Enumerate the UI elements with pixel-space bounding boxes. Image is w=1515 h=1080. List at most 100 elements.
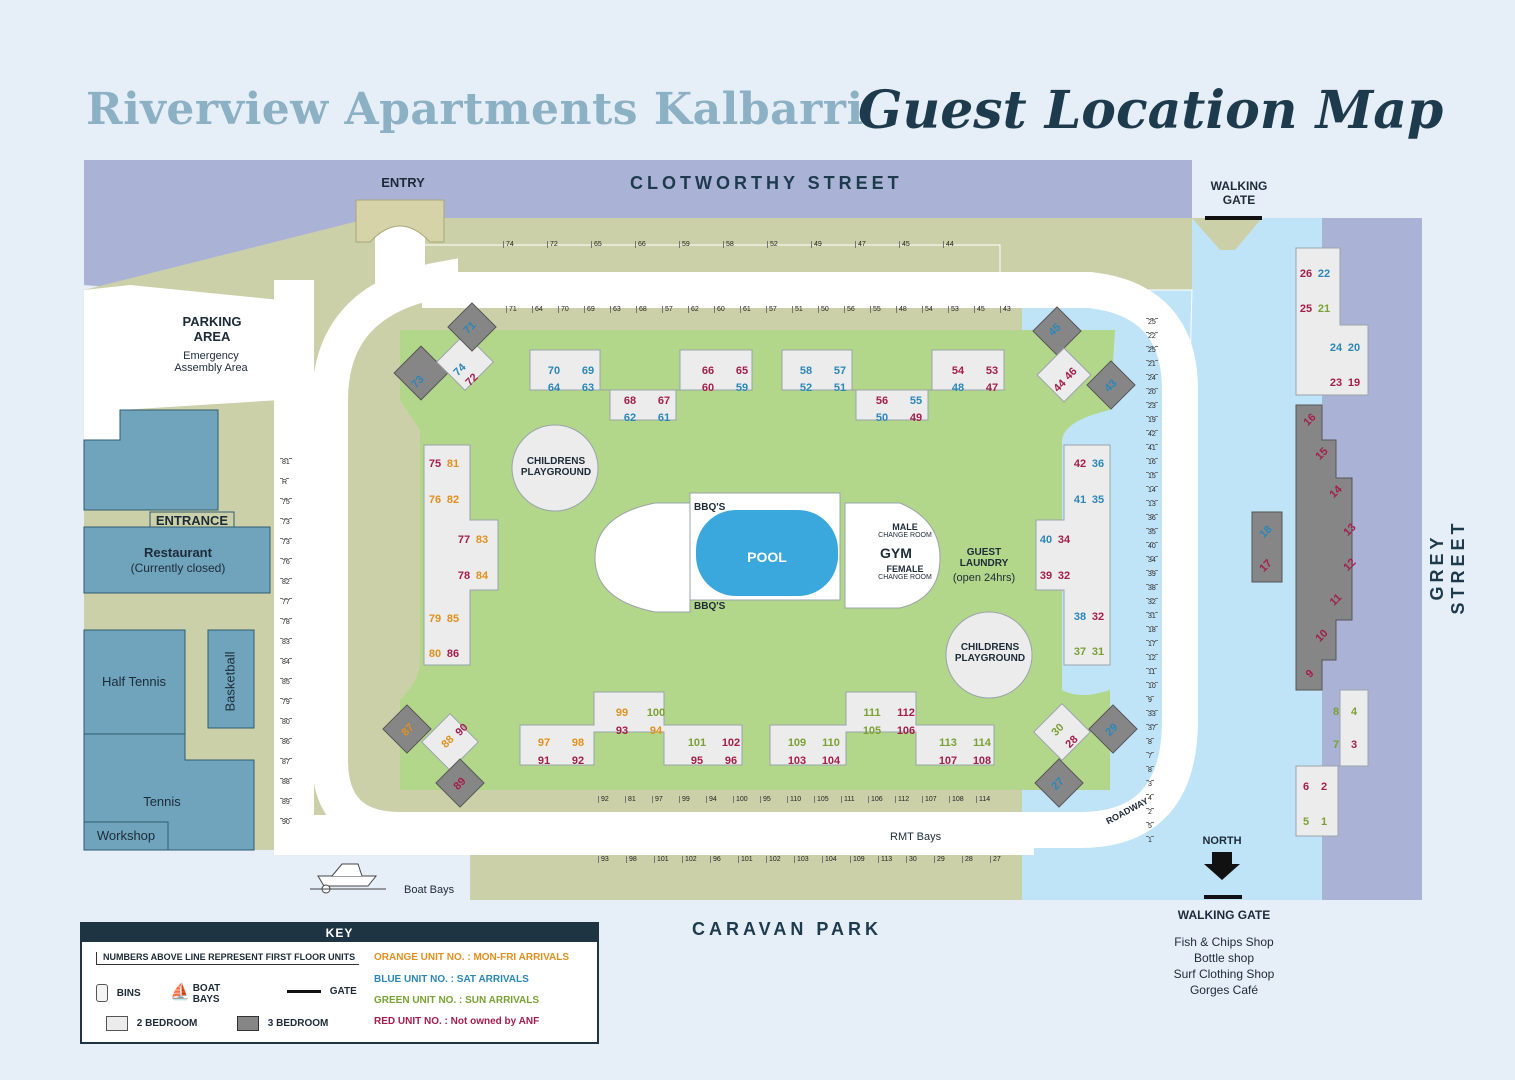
parking-bay: 86	[280, 738, 292, 746]
walking-gate-top-label: WALKING GATE	[1210, 179, 1268, 207]
restaurant-status: (Currently closed)	[130, 561, 226, 575]
key-2bed-row: 2 BEDROOM	[106, 1016, 197, 1031]
parking-bay: 94	[706, 796, 719, 803]
assembly-area-label: Emergency Assembly Area	[174, 350, 248, 374]
unit-55: 55	[909, 395, 923, 407]
unit-19: 19	[1347, 377, 1361, 389]
unit-85: 85	[446, 613, 460, 625]
unit-36: 36	[1091, 458, 1105, 470]
map-key: KEY NUMBERS ABOVE LINE REPRESENT FIRST F…	[80, 922, 599, 1044]
parking-bay: 88	[280, 778, 292, 786]
shops-list: Fish & Chips Shop Bottle shop Surf Cloth…	[1154, 934, 1294, 998]
bbq-label-top: BBQ'S	[694, 502, 726, 513]
parking-bay: 44	[943, 241, 956, 248]
unit-102: 102	[721, 737, 741, 749]
parking-bay: 57	[766, 306, 779, 313]
parking-bay: 32	[1146, 598, 1158, 606]
parking-bay: 51	[792, 306, 805, 313]
parking-bay: 31	[1146, 612, 1158, 620]
unit-54: 54	[951, 365, 965, 377]
parking-bay: 52	[767, 241, 780, 248]
basketball-court	[207, 629, 255, 729]
parking-bay: 25	[1146, 318, 1158, 326]
unit-108: 108	[972, 755, 992, 767]
unit-95: 95	[690, 755, 704, 767]
key-red: RED UNIT NO. : Not owned by ANF	[374, 1016, 540, 1027]
parking-bay: 60	[714, 306, 727, 313]
unit-31: 31	[1091, 646, 1105, 658]
unit-52: 52	[799, 382, 813, 394]
playground-circle-1	[511, 424, 599, 512]
parking-bay: 5	[1146, 822, 1154, 830]
unit-100: 100	[646, 707, 666, 719]
key-title: KEY	[82, 924, 597, 942]
unit-22: 22	[1317, 268, 1331, 280]
diamond-block-27-30	[1033, 703, 1138, 808]
clotworthy-street-band	[84, 160, 1192, 218]
north-label: NORTH	[1202, 835, 1242, 847]
unit-21: 21	[1317, 303, 1331, 315]
laundry-hours: (open 24hrs)	[952, 572, 1016, 584]
key-3bed-row: 3 BEDROOM	[237, 1016, 328, 1031]
parking-bay: 78	[280, 618, 292, 626]
unit-83: 83	[475, 534, 489, 546]
parking-bay: 33	[1146, 710, 1158, 718]
unit-92: 92	[571, 755, 585, 767]
unit-93: 93	[615, 725, 629, 737]
parking-bay: 62	[688, 306, 701, 313]
parking-bay: 12	[1146, 654, 1158, 662]
unit-91: 91	[537, 755, 551, 767]
diamond-block-43-46	[1032, 306, 1136, 410]
parking-bay: 29	[934, 856, 947, 863]
parking-bay: 23	[1146, 402, 1158, 410]
parking-bay: 53	[948, 306, 961, 313]
parking-bay: 69	[584, 306, 597, 313]
parking-bay: 99	[679, 796, 692, 803]
swatch-3bed	[237, 1016, 259, 1031]
parking-bay: 106	[868, 796, 885, 803]
key-gate-label: GATE	[329, 986, 357, 997]
parking-bay: 92	[598, 796, 611, 803]
unit-64: 64	[547, 382, 561, 394]
key-bins-row: BINS	[96, 984, 141, 1002]
unit-76: 76	[428, 494, 442, 506]
unit-32: 32	[1091, 611, 1105, 623]
unit-6: 6	[1302, 781, 1310, 793]
parking-bay: 54	[922, 306, 935, 313]
north-arrow	[1204, 852, 1240, 880]
parking-bay: 18	[1146, 626, 1158, 634]
male-label: MALE	[892, 522, 918, 532]
unit-48: 48	[951, 382, 965, 394]
parking-bay: 47	[855, 241, 868, 248]
entrance-label: ENTRANCE	[155, 513, 229, 528]
block-1-8	[1295, 689, 1369, 837]
parking-bay: 114	[976, 796, 992, 803]
unit-112: 112	[897, 707, 915, 719]
parking-bay: 25	[1146, 346, 1158, 354]
parking-bay: 58	[723, 241, 736, 248]
bbq-label-bottom: BBQ'S	[694, 601, 726, 612]
unit-104: 104	[821, 755, 841, 767]
map-title: Riverview Apartments Kalbarri	[86, 84, 864, 135]
parking-bay: 93	[598, 856, 611, 863]
unit-97: 97	[537, 737, 551, 749]
parking-bay: 48	[896, 306, 909, 313]
parking-bay: 102	[766, 856, 783, 863]
parking-bay: 27	[990, 856, 1003, 863]
parking-bay: 19	[1146, 416, 1158, 424]
block-59-70	[529, 349, 753, 421]
parking-bay: 11	[1146, 668, 1158, 676]
parking-bay: 7	[1146, 752, 1154, 760]
parking-bay: 66	[635, 241, 648, 248]
unit-69: 69	[581, 365, 595, 377]
unit-8: 8	[1332, 706, 1340, 718]
unit-70: 70	[547, 365, 561, 377]
unit-107: 107	[938, 755, 958, 767]
parking-bay: 57	[662, 306, 675, 313]
parking-bay: 65	[591, 241, 604, 248]
unit-3: 3	[1350, 739, 1358, 751]
female-change-label: CHANGE ROOM	[878, 574, 932, 581]
shop-item: Gorges Café	[1189, 983, 1259, 997]
bottom-road	[274, 815, 1034, 855]
